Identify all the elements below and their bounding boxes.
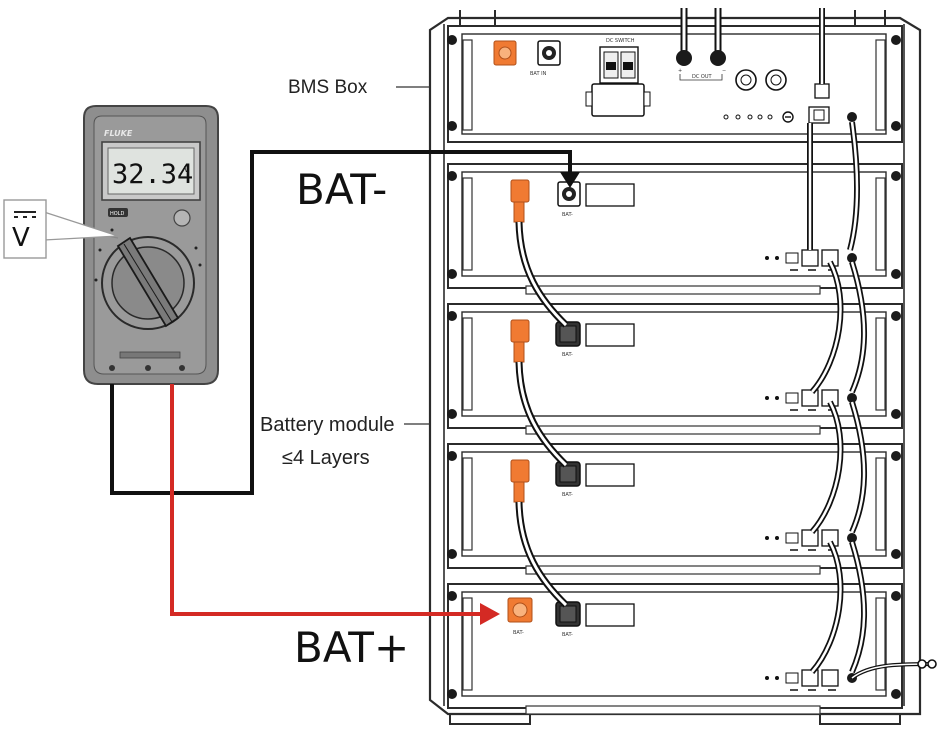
arrow-icon: [480, 603, 500, 625]
battery-module: BAT- BAT-: [447, 583, 903, 715]
terminal-label: BAT-: [562, 492, 573, 498]
hold-button-label: HOLD: [110, 211, 124, 217]
terminal-label: BAT-: [562, 212, 573, 218]
dc-out-label: DC OUT: [692, 74, 713, 80]
meter-unit: V: [184, 165, 189, 174]
terminal-label: BAT-: [562, 352, 573, 358]
positive-test-lead: [170, 384, 486, 616]
rack-frame: [428, 10, 922, 725]
orange-terminal: [510, 319, 530, 343]
bat-plus-label: BAT+: [294, 623, 409, 672]
voltage-mode-callout: V: [3, 199, 119, 259]
bat-minus-label: BAT-: [296, 165, 387, 214]
module-link-cables: [515, 121, 933, 680]
negative-test-lead: [110, 150, 572, 495]
orange-terminal: [510, 459, 530, 483]
battery-module: BAT-: [447, 163, 903, 295]
dc-switch-label: DC SWITCH: [606, 38, 635, 44]
arrow-icon: [560, 172, 580, 188]
terminal-label: BAT-: [562, 632, 573, 638]
meter-reading: 32.34: [112, 159, 193, 190]
svg-text:−: −: [722, 68, 726, 74]
battery-module-label: Battery module: [260, 414, 395, 436]
voltage-mode-symbol: V: [12, 223, 30, 253]
bat-in-label: BAT IN: [530, 71, 547, 77]
meter-brand: FLUKE: [104, 129, 133, 138]
battery-module-layers-label: ≤4 Layers: [282, 447, 370, 469]
led-indicators: [723, 114, 773, 120]
svg-text:+: +: [678, 68, 682, 74]
orange-terminal: [510, 179, 530, 203]
hold-button: [108, 208, 128, 217]
multimeter: FLUKE 32.34 V HOLD: [83, 105, 219, 385]
bms-box: BAT IN DC SWITCH + − DC OUT: [447, 8, 903, 143]
bms-box-label: BMS Box: [288, 77, 368, 98]
knob-icon: [101, 236, 195, 330]
terminal-label: BAT-: [513, 630, 524, 636]
